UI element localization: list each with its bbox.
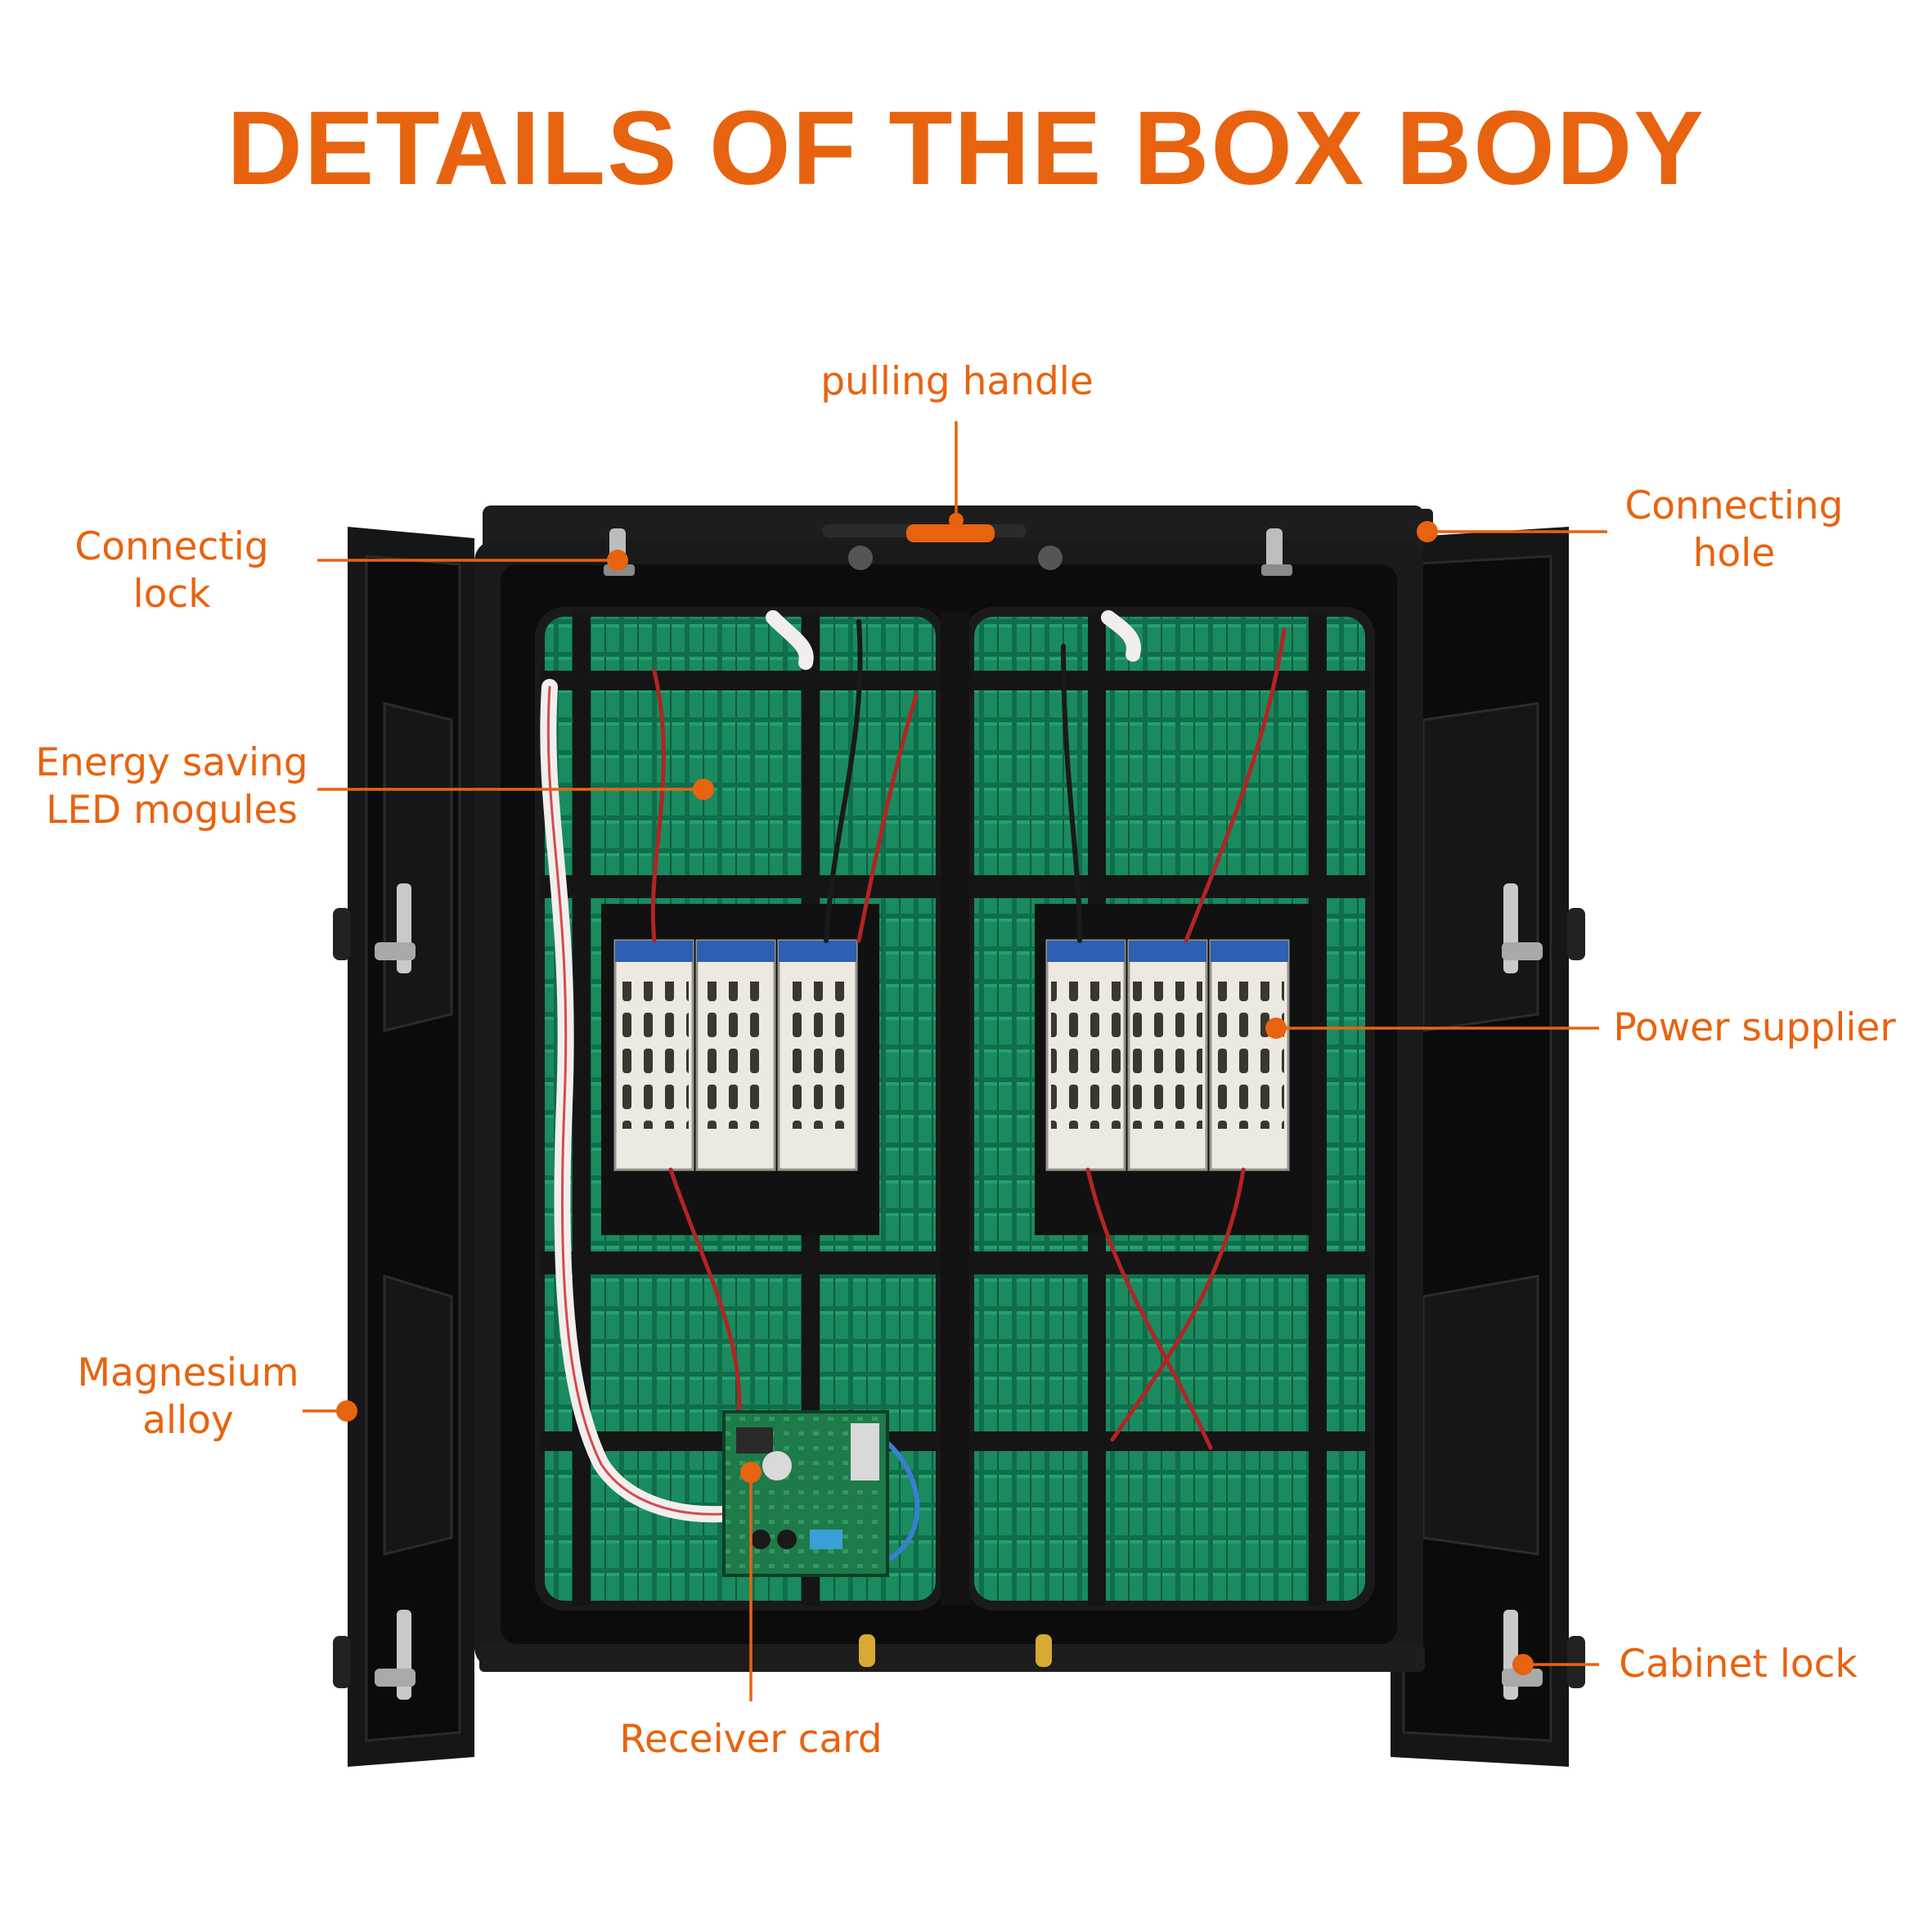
- page-title: DETAILS OF THE BOX BODY: [227, 90, 1705, 207]
- callout-power-supplier: Power supplier: [1599, 1004, 1910, 1052]
- callout-line: LED mogules: [46, 788, 298, 833]
- pulling-handle-bar: [906, 524, 995, 542]
- wiring: [540, 610, 1287, 1574]
- callout-dots: [336, 513, 1534, 1675]
- callout-line: Cabinet lock: [1619, 1642, 1858, 1687]
- callout-leaders: [303, 421, 1607, 1701]
- callout-line: pulling handle: [820, 359, 1094, 404]
- callout-cabinet-lock: Cabinet lock: [1603, 1641, 1873, 1688]
- callout-line: hole: [1692, 531, 1776, 576]
- right-door: [1391, 509, 1585, 1767]
- left-door: [333, 527, 474, 1767]
- callout-line: lock: [133, 572, 211, 617]
- callout-line: Magnesium: [77, 1350, 299, 1395]
- callout-line: Connecting: [1624, 483, 1844, 528]
- callout-line: Power supplier: [1613, 1005, 1896, 1050]
- callout-pulling-handle: pulling handle: [793, 358, 1121, 406]
- callout-line: Receiver card: [619, 1717, 883, 1762]
- callout-line: Energy saving: [35, 740, 308, 785]
- callout-line: alloy: [142, 1398, 234, 1443]
- callout-receiver-card: Receiver card: [587, 1716, 914, 1764]
- callout-line: Connectig: [74, 524, 269, 569]
- receiver-card: [722, 1410, 889, 1577]
- power-supply-units: [613, 939, 1290, 1171]
